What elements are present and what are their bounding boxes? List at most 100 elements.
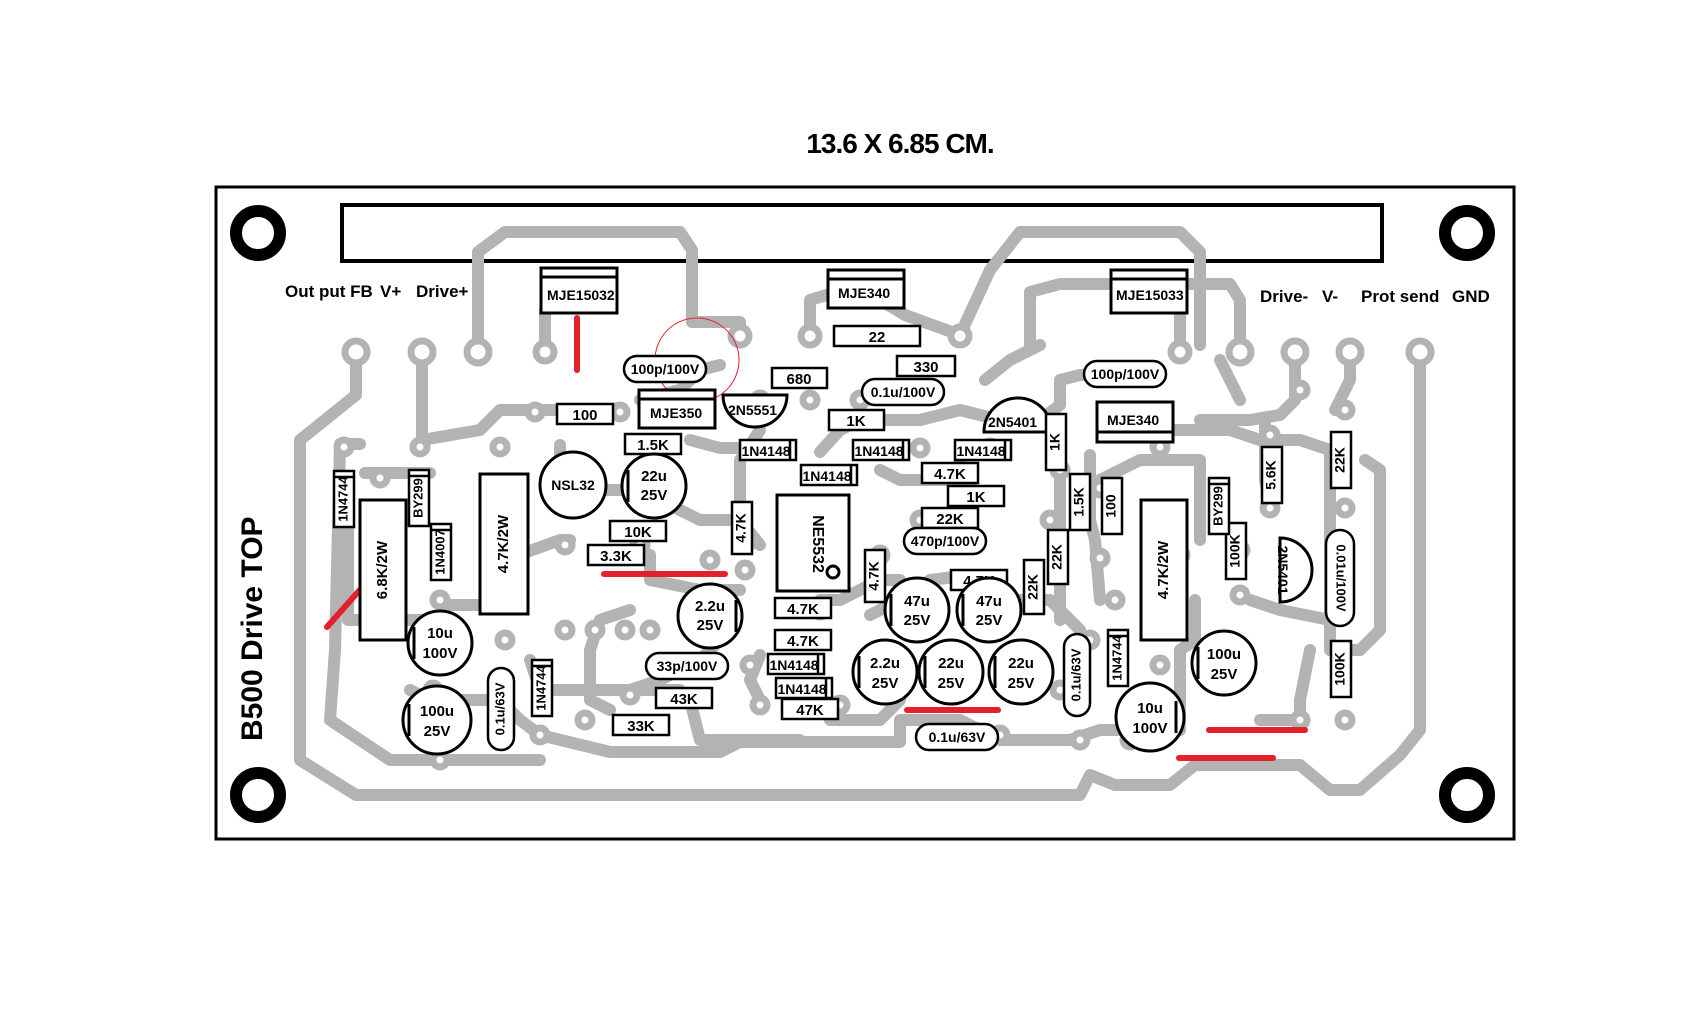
svg-text:22u: 22u: [641, 468, 667, 485]
film-capacitors: 100p/100V 0.1u/100V 100p/100V 470p/100V …: [622, 354, 1168, 752]
svg-text:4.7K: 4.7K: [787, 601, 819, 618]
svg-text:47u: 47u: [904, 593, 930, 610]
film-capacitor: 100p/100V: [622, 354, 708, 384]
transistor-2n5551: 2N5551: [721, 393, 789, 429]
svg-text:1.5K: 1.5K: [1071, 487, 1087, 517]
film-capacitor: 33p/100V: [644, 651, 730, 681]
diode: 1N4744: [1106, 628, 1130, 688]
resistor: 5.6K: [1260, 445, 1284, 505]
svg-text:330: 330: [913, 359, 938, 376]
svg-text:33p/100V: 33p/100V: [657, 658, 718, 674]
svg-text:100K: 100K: [1227, 534, 1243, 567]
svg-text:100u: 100u: [420, 703, 454, 720]
resistor: 4.7K: [863, 548, 887, 604]
mounting-hole-icon: [230, 767, 286, 823]
svg-text:0.1u/63V: 0.1u/63V: [492, 682, 507, 735]
svg-text:4.7K: 4.7K: [866, 561, 882, 591]
small-transistors: 2N5551 2N5401 2N5401 NSL32: [538, 393, 1314, 604]
board-dimensions-title: 13.6 X 6.85 CM.: [806, 128, 994, 159]
svg-text:100: 100: [572, 407, 597, 424]
connector-label: GND: [1452, 287, 1490, 306]
connector-label: Drive+: [416, 282, 469, 301]
svg-text:BY299: BY299: [410, 478, 425, 518]
svg-text:1N4148: 1N4148: [777, 681, 826, 697]
svg-text:1N4148: 1N4148: [854, 443, 903, 459]
svg-text:33K: 33K: [627, 718, 655, 735]
svg-text:MJE15033: MJE15033: [1116, 287, 1184, 303]
diode: 1N4148: [953, 438, 1013, 462]
svg-text:1.5K: 1.5K: [637, 437, 669, 454]
resistor: 1.5K: [1068, 472, 1092, 532]
diode: 1N4148: [799, 463, 859, 487]
svg-text:25V: 25V: [424, 723, 451, 740]
mounting-hole-icon: [230, 205, 286, 261]
film-capacitor: 0.1u/63V: [486, 666, 516, 752]
resistor: 330: [895, 354, 957, 378]
svg-text:10u: 10u: [427, 625, 453, 642]
transistor-mje15032: MJE15032: [539, 266, 619, 315]
svg-text:25V: 25V: [872, 675, 899, 692]
svg-text:10u: 10u: [1137, 700, 1163, 717]
svg-text:22u: 22u: [938, 655, 964, 672]
svg-text:0.1u/63V: 0.1u/63V: [929, 729, 986, 745]
ic-ne5532: NE5532: [775, 493, 851, 593]
diode: 1N4148: [851, 438, 911, 462]
svg-text:2.2u: 2.2u: [870, 655, 900, 672]
connector-label: Prot send: [1361, 287, 1439, 306]
svg-text:1N4744: 1N4744: [533, 664, 548, 710]
film-capacitor: 0.1u/63V: [1062, 632, 1092, 718]
svg-text:2N5401: 2N5401: [988, 414, 1037, 430]
svg-text:1N4148: 1N4148: [956, 443, 1005, 459]
power-resistor: 6.8K/2W: [358, 498, 408, 642]
resistor: 100K: [1224, 521, 1248, 581]
svg-text:NE5532: NE5532: [809, 515, 826, 573]
svg-text:25V: 25V: [976, 612, 1003, 629]
svg-text:47u: 47u: [976, 593, 1002, 610]
svg-text:0.01u/100V: 0.01u/100V: [1334, 544, 1349, 612]
resistors-vertical: 4.7K 4.7K 22K 22K 1.5K 1K 100 5.6K 22K 1…: [730, 412, 1353, 699]
resistor: 10K: [608, 519, 668, 543]
svg-text:1N4148: 1N4148: [802, 468, 851, 484]
svg-text:100V: 100V: [422, 645, 457, 662]
resistor: 47K: [780, 697, 840, 721]
svg-text:100K: 100K: [1332, 652, 1348, 685]
svg-text:6.8K/2W: 6.8K/2W: [374, 540, 391, 599]
svg-text:22: 22: [869, 329, 886, 346]
svg-text:MJE15032: MJE15032: [547, 287, 615, 303]
mounting-hole-icon: [1439, 767, 1495, 823]
diodes-horizontal: 1N4148 1N4148 1N4148 1N4148 1N4148 1N414…: [738, 438, 1013, 700]
transistor-mje15033: MJE15033: [1109, 268, 1189, 315]
power-resistor: 4.7K/2W: [478, 472, 530, 616]
transistor-mje340-right: MJE340: [1095, 400, 1175, 444]
transistor-2n5401-right: 2N5401: [1275, 536, 1314, 604]
mounting-holes: [230, 205, 1495, 823]
power-resistor: 4.7K/2W: [1139, 498, 1189, 642]
diode: BY299: [407, 468, 431, 528]
svg-text:1N4007: 1N4007: [432, 529, 447, 575]
svg-text:4.7K: 4.7K: [934, 466, 966, 483]
svg-text:4.7K/2W: 4.7K/2W: [1155, 540, 1172, 599]
svg-text:1N4148: 1N4148: [741, 443, 790, 459]
resistor: 4.7K: [773, 628, 833, 652]
svg-text:25V: 25V: [641, 487, 668, 504]
connector-label: V-: [1322, 287, 1338, 306]
svg-text:22K: 22K: [1332, 447, 1348, 473]
svg-text:1N4148: 1N4148: [769, 657, 818, 673]
svg-text:4.7K/2W: 4.7K/2W: [495, 514, 512, 573]
power-transistors: MJE15032 MJE340 MJE15033 MJE350 MJE340: [539, 266, 1189, 444]
electrolytic-capacitor: 2.2u 25V: [851, 638, 919, 706]
electrolytic-capacitor: 100u 25V: [401, 684, 473, 756]
svg-text:22u: 22u: [1008, 655, 1034, 672]
diode: 1N4148: [774, 676, 834, 700]
connector-label: V+: [380, 282, 401, 301]
resistor: 22: [832, 324, 922, 348]
resistor: 33K: [611, 713, 671, 737]
resistor: 1K: [827, 408, 886, 432]
